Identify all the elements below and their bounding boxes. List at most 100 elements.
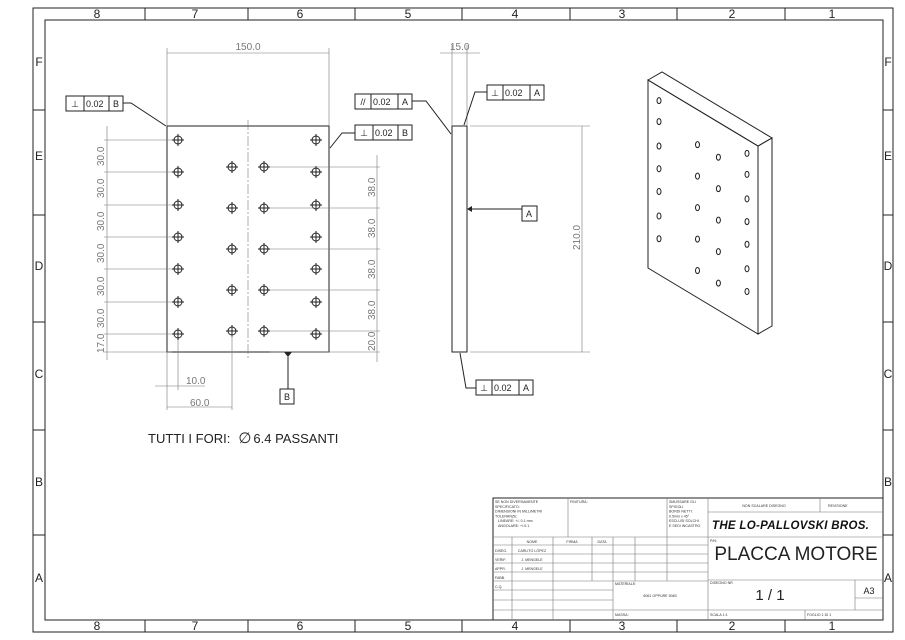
zone-row-label: E [884,149,892,163]
svg-text:0.02: 0.02 [373,97,391,107]
header-data: DATA [597,540,607,544]
hole [172,134,184,146]
vertical-dim: 30.0 [96,308,107,328]
hole [172,166,184,178]
svg-text:0.02: 0.02 [494,383,512,393]
zone-column-label: 5 [405,619,412,633]
outer-border [32,7,894,633]
iso-hole [656,142,662,150]
hole [226,161,238,173]
zone-row-label: B [884,475,892,489]
edge-note-line: ESCLUSI SOLCHI [669,519,699,523]
svg-text:B: B [402,128,408,138]
zone-column-label: 4 [512,7,519,21]
svg-text:⊥: ⊥ [480,383,488,393]
zone-row-label: E [35,149,43,163]
vertical-dim: 38.0 [367,218,378,238]
title-block: SE NON DIVERSAMENTESPECIFICATO:DIMENSION… [492,497,884,621]
hole [226,202,238,214]
holes-note: TUTTI I FORI:∅6.4 PASSANTI [148,430,338,447]
holes [172,134,322,340]
iso-hole [744,149,750,157]
iso-hole [715,279,721,287]
iso-hole [695,141,700,149]
width-dim: 150.0 [235,42,260,53]
datum-b: B [284,392,290,402]
zone-row-label: B [35,475,43,489]
role-label: FABB. [495,576,505,580]
vertical-dim: 30.0 [96,146,107,166]
zone-column-label: 7 [192,619,199,633]
iso-hole [715,153,721,161]
role-label: APPR. [495,567,506,571]
material: 6061 OPPURE 5083 [643,594,676,598]
iso-hole [744,240,750,248]
vertical-dim: 38.0 [367,300,378,320]
finitura-label: FINITURA: [570,500,588,504]
sheet-format: A3 [863,586,874,596]
iso-hole [656,118,662,126]
svg-text:A: A [402,97,408,107]
vertical-dim: 17.0 [96,333,107,353]
side-outline [451,125,468,353]
role-label: VERIF. [495,558,506,562]
edge-note-line: 0.5mm x 45° [669,514,690,518]
svg-text://: // [360,97,366,107]
fcf-perpendicularity-left: ⊥ 0.02 B [65,95,167,127]
datum-b-box [279,388,295,405]
iso-hole [715,248,721,256]
vertical-dim: 30.0 [96,243,107,263]
fcf-perpendicularity-side-bottom: ⊥ 0.02 A [459,352,534,396]
svg-text:⊥: ⊥ [360,128,368,138]
hole [310,328,322,340]
iso-hole [715,185,721,193]
iso-hole [715,216,721,224]
edge-note-line: BORDI NETTI: [669,510,693,514]
height-dim: 210.0 [572,225,583,250]
zone-column-label: 5 [405,7,412,21]
vertical-dim: 30.0 [96,211,107,231]
iso-hole [744,288,750,296]
right-dimensions: 38.038.038.038.020.0 [270,155,380,362]
zone-column-label: 2 [729,7,736,21]
general-note-line: SPECIFICATO: [495,505,520,509]
general-note-line: TOLERANZE: [495,514,518,518]
zone-row-label: D [884,259,893,273]
isometric-view [647,71,773,335]
role-name: CARLITO LÓPEZ [518,548,547,553]
fcf-perpendicularity-right: ⊥ 0.02 B [329,124,413,149]
iso-hole [744,218,750,226]
iso-hole [656,212,662,220]
iso-hole [744,265,750,273]
revision-label: REVISIONE [828,504,848,508]
pn-label: P/N: [710,539,717,543]
scale: SCALA 1:1 [710,613,728,617]
svg-text:⊥: ⊥ [71,99,79,109]
general-note-line: SE NON DIVERSAMENTE [495,500,539,504]
hole [172,199,184,211]
dim-10: 10.0 [186,376,206,387]
thickness-dim: 15.0 [450,42,470,53]
hole [226,243,238,255]
iso-hole [695,204,700,212]
datum-a: A [526,209,532,219]
iso-hole [656,97,662,105]
side-view: 15.0 210.0 A // 0.02 A ⊥ 0.02 A ⊥ 0.02 A [354,42,590,396]
part-name: PLACCA MOTORE [714,544,877,565]
hole [172,263,184,275]
iso-hole [695,172,700,180]
left-dimensions: 30.030.030.030.030.030.017.0 [96,126,172,360]
edge-note-line: SMUSSARE GLI [669,500,696,504]
inner-border [44,19,884,621]
vertical-dim: 30.0 [96,276,107,296]
zone-column-label: 1 [829,619,836,633]
zone-column-label: 7 [192,7,199,21]
zone-column-label: 6 [297,7,304,21]
zone-row-label: F [884,55,891,69]
vertical-dim: 38.0 [367,177,378,197]
iso-hole [656,165,662,173]
svg-text:B: B [113,99,119,109]
fcf-perpendicularity-side-top: ⊥ 0.02 A [463,84,545,126]
iso-front-face [647,79,759,335]
